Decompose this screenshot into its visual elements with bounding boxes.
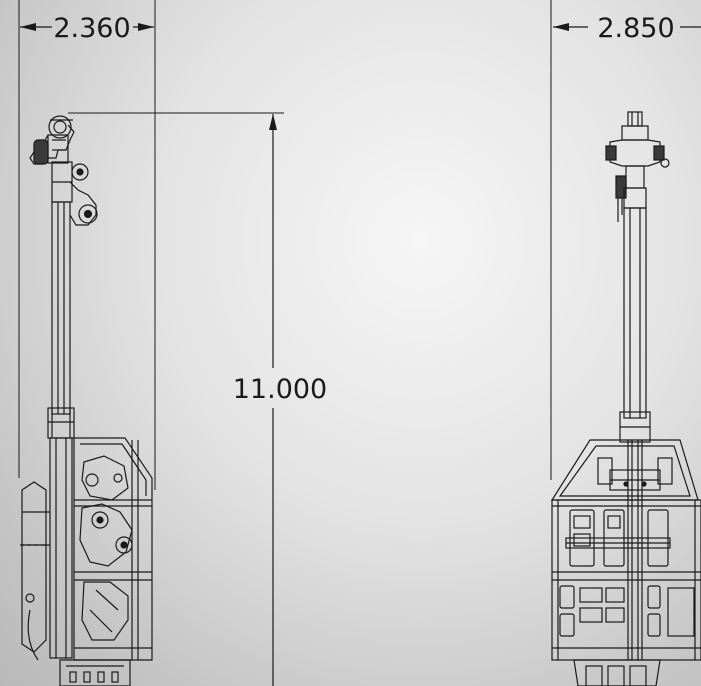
right-front-view — [550, 111, 701, 686]
left-width-label: 2.360 — [53, 13, 130, 44]
height-label: 11.000 — [233, 374, 327, 405]
right-width-label: 2.850 — [597, 13, 674, 44]
left-width-dimension: 2.360 — [18, 0, 156, 490]
right-width-dimension: 2.850 — [550, 0, 701, 480]
left-side-view — [20, 115, 153, 686]
height-dimension: 11.000 — [68, 112, 327, 686]
